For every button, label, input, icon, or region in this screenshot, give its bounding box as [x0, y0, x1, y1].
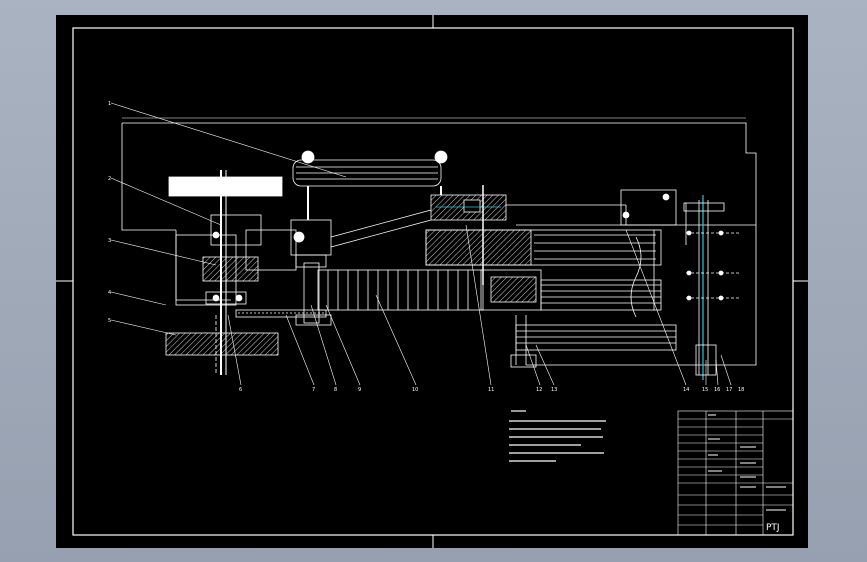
- part-balloons: 1 2 3 4 5 6 7 8 9 10 11 12 13 14 15 16 1…: [108, 101, 744, 393]
- right-gearbox: [425, 185, 756, 285]
- comb-block: [317, 269, 484, 311]
- cad-drawing: 1 2 3 4 5 6 7 8 9 10 11 12 13 14 15 16 1…: [56, 15, 808, 548]
- balloon-2: 2: [108, 176, 111, 182]
- balloon-7: 7: [312, 387, 315, 393]
- leader-lines: [110, 102, 732, 386]
- left-gearbox: [290, 209, 432, 268]
- balloon-10: 10: [412, 387, 418, 393]
- balloon-6: 6: [239, 387, 242, 393]
- right-shaft: [683, 195, 741, 380]
- balloon-1: 1: [108, 101, 111, 107]
- pulley-right: [434, 150, 448, 164]
- balloon-18: 18: [738, 387, 744, 393]
- overall-outline: [122, 122, 757, 366]
- belt: [292, 159, 442, 187]
- middle-stack: [540, 279, 662, 311]
- shaft-top-block: [683, 202, 725, 212]
- title-block-fill: [708, 414, 786, 511]
- balloon-4: 4: [108, 290, 111, 296]
- left-column: [165, 170, 297, 375]
- balloon-5: 5: [108, 318, 111, 324]
- balloon-8: 8: [334, 387, 337, 393]
- balloon-3: 3: [108, 238, 111, 244]
- balloon-15: 15: [702, 387, 708, 393]
- title-block: [677, 410, 794, 536]
- balloon-16: 16: [714, 387, 720, 393]
- pulley-left: [301, 150, 315, 164]
- balloon-17: 17: [726, 387, 732, 393]
- sheet-frame: [56, 15, 808, 548]
- drawing-number: PTJ: [766, 523, 780, 533]
- right-motor: [620, 189, 677, 226]
- balloon-11: 11: [488, 387, 494, 393]
- balloon-12: 12: [536, 387, 542, 393]
- right-stack: [510, 189, 677, 368]
- lower-stack: [515, 324, 677, 351]
- belt-drive: [292, 150, 448, 220]
- balloon-9: 9: [358, 387, 361, 393]
- balloon-14: 14: [683, 387, 689, 393]
- technical-notes: [509, 410, 606, 462]
- base-plate: [165, 332, 279, 356]
- central-rack: [235, 262, 542, 326]
- balloon-13: 13: [551, 387, 557, 393]
- hatched-housing: [202, 256, 259, 282]
- drawing-sheet[interactable]: 1 2 3 4 5 6 7 8 9 10 11 12 13 14 15 16 1…: [56, 15, 808, 548]
